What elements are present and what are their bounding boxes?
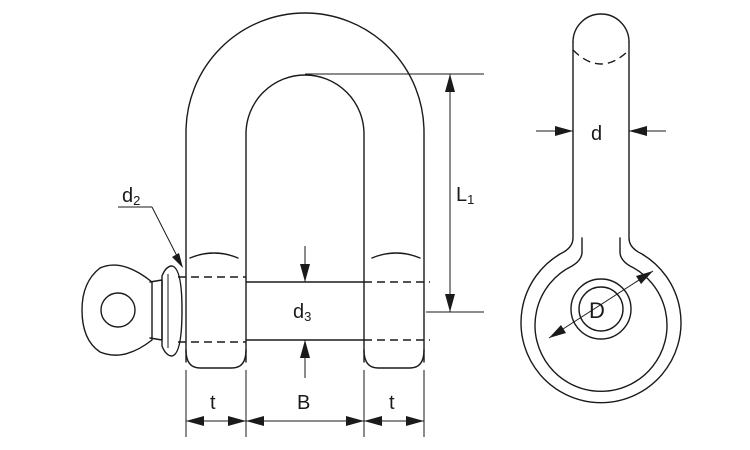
side-view: D d (520, 13, 682, 404)
d2-callout: d2 (118, 185, 183, 268)
L1-dimension: L1 (305, 73, 484, 313)
t-right-arrow-l (364, 416, 382, 426)
right-leg-bottom (363, 349, 425, 369)
side-pin-outer (570, 278, 632, 340)
d3-arrow-top (300, 264, 310, 282)
t-right-label: t (389, 392, 395, 414)
left-leg-bend-mark (189, 252, 239, 259)
pin-head-eye-plate (81, 264, 153, 356)
bow-inner (245, 74, 365, 363)
L1-label: L1 (456, 184, 474, 207)
pin-head (81, 264, 183, 357)
right-leg-bend-mark (371, 252, 421, 259)
side-inner-ring (534, 237, 668, 392)
d3-label: d3 (293, 301, 311, 324)
t-left-arrow-r (228, 416, 246, 426)
left-leg-bottom (185, 349, 247, 369)
shackle-body (185, 12, 425, 369)
d2-leader (151, 206, 179, 259)
B-arrow-l (246, 416, 264, 426)
B-label: B (297, 392, 310, 414)
L1-arrow-bottom (445, 294, 455, 312)
d-arrow-right (629, 126, 647, 136)
side-outer-contour (520, 41, 682, 404)
d3-arrow-bottom (300, 340, 310, 358)
side-top-hidden (572, 49, 630, 65)
B-arrow-r (346, 416, 364, 426)
L1-arrow-top (445, 74, 455, 92)
d2-label: d2 (122, 185, 140, 208)
d-label: d (591, 123, 602, 145)
d2-arrowhead (172, 253, 183, 268)
d-arrow-left (555, 126, 573, 136)
pin-head-hole (100, 292, 136, 328)
bottom-dimensions: t B t (185, 370, 425, 437)
t-left-label: t (210, 392, 216, 414)
t-left-arrow-l (186, 416, 204, 426)
side-top-cap (572, 13, 630, 43)
d3-dimension: d3 (293, 246, 311, 378)
D-label: D (589, 298, 605, 323)
pin-head-collar (161, 265, 183, 357)
bow-outer (185, 12, 425, 363)
D-dim-line (548, 270, 654, 339)
D-arrow-lower (549, 325, 566, 338)
side-pin-inner (578, 286, 624, 332)
t-right-arrow-r (406, 416, 424, 426)
D-arrow-upper (636, 271, 653, 284)
